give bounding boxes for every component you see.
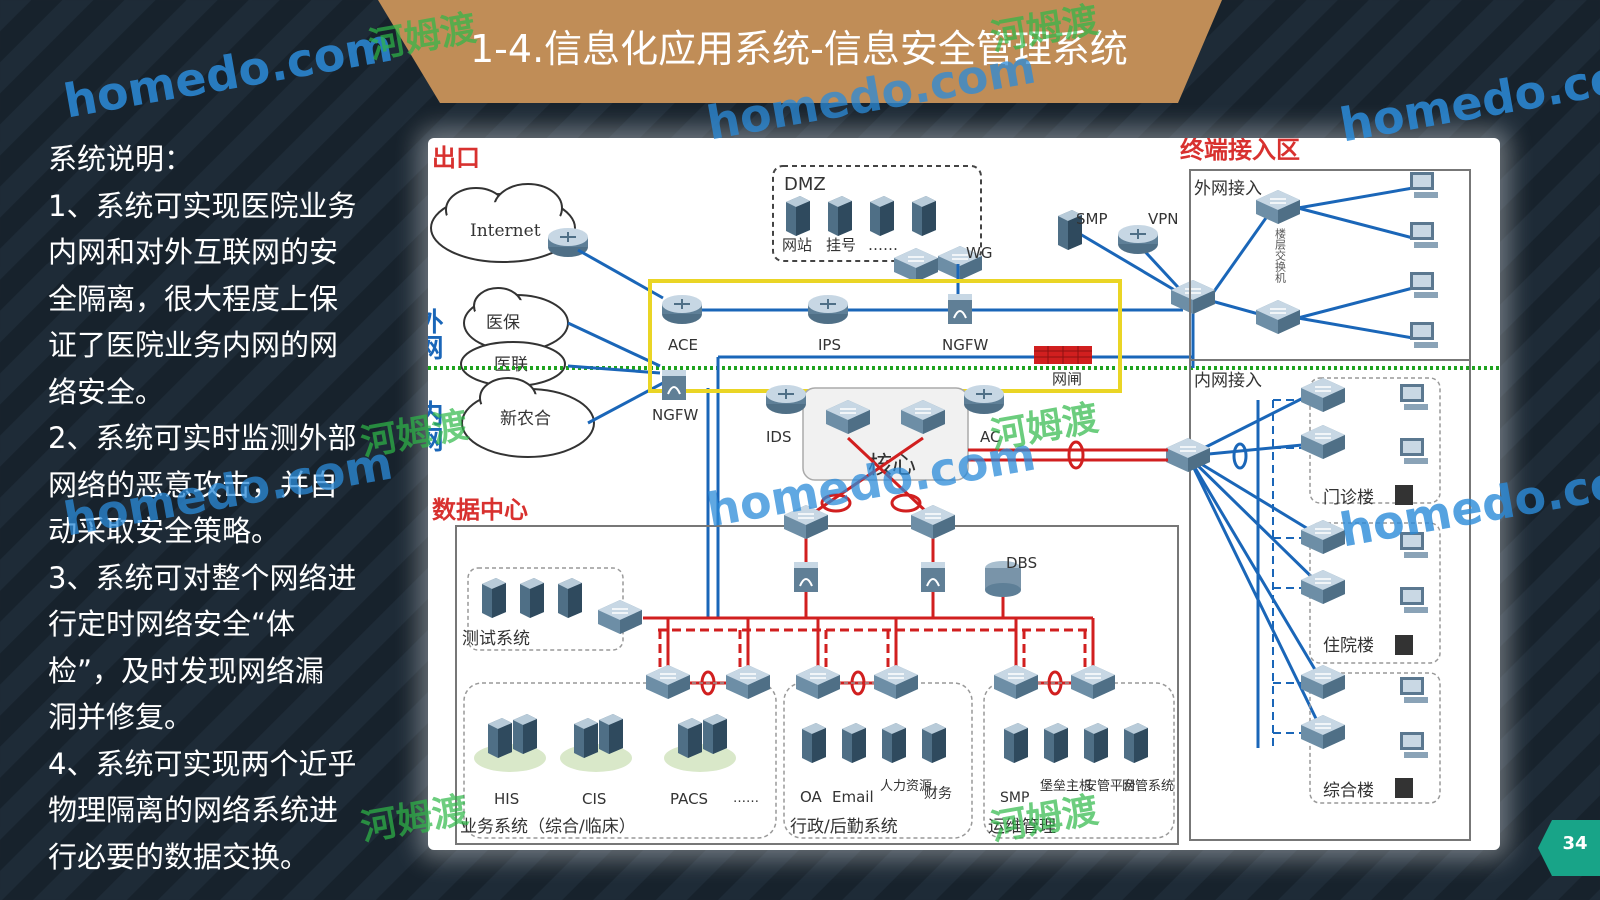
dmz-item: 网站: [782, 236, 812, 254]
title-banner: [378, 0, 1222, 103]
zone-datacenter-label: 数据中心: [432, 496, 528, 524]
gate-icon: [1034, 346, 1092, 364]
ace-icon: [661, 294, 703, 325]
description-line: 1、系统可实现医院业务: [48, 188, 357, 223]
svg-text:Internet: Internet: [470, 221, 541, 241]
admin-item: Email: [832, 788, 874, 806]
description-line: 动采取安全策略。: [48, 514, 281, 548]
internet-cloud: Internet: [430, 183, 576, 263]
description-line: 检”，及时发现网络漏: [48, 653, 325, 688]
yibao-cloud: 医保: [463, 287, 569, 352]
dmz-label: DMZ: [784, 174, 826, 195]
ips-icon: [807, 294, 849, 325]
outer-access-vertical: 楼层交换机: [1274, 227, 1287, 283]
description-line: 2、系统可实时监测外部: [48, 421, 357, 455]
ips-label: IPS: [818, 336, 841, 354]
inner-access-label: 内网接入: [1194, 371, 1262, 391]
biz-item: HIS: [494, 790, 519, 808]
wg-label: WG: [966, 244, 992, 262]
security-gateway-box: [648, 279, 1122, 393]
ngfw-left-label: NGFW: [652, 406, 698, 424]
description-line: 行定时网络安全“体: [48, 607, 296, 641]
description-line: 网络的恶意攻击，并自: [48, 467, 339, 502]
description-line: 洞并修复。: [48, 700, 194, 734]
admin-item: OA: [800, 788, 823, 806]
test-system-label: 测试系统: [462, 629, 530, 649]
ops-item: SMP: [1000, 790, 1029, 806]
description-line: 络安全。: [48, 374, 165, 409]
inner-net-label: 内网: [428, 400, 443, 452]
building-label: 门诊楼: [1323, 488, 1374, 508]
dmz-item: 挂号: [826, 236, 856, 254]
smp-top-label: SMP: [1076, 210, 1108, 228]
page-number-badge: [1538, 820, 1600, 876]
description-line: 全隔离，很大程度上保: [48, 281, 339, 316]
xinnonghe-cloud: 新农合: [461, 377, 595, 458]
zone-terminal-label: 终端接入区: [1180, 138, 1300, 164]
vpn-icon: [1117, 224, 1159, 255]
ac-icon: [963, 384, 1005, 415]
outer-access-label: 外网接入: [1194, 179, 1262, 199]
svg-text:医保: 医保: [486, 313, 520, 333]
building-label: 综合楼: [1323, 781, 1374, 801]
building-label: 住院楼: [1323, 636, 1374, 656]
ops-item: 堡垒主机: [1040, 778, 1092, 794]
admin-item: 财务: [924, 786, 952, 802]
gate-label: 网闸: [1052, 370, 1082, 388]
ace-label: ACE: [668, 336, 698, 354]
ops-item: 网管系统: [1122, 779, 1174, 794]
admin-group-label: 行政/后勤系统: [790, 817, 898, 837]
svg-text:医联: 医联: [494, 355, 528, 375]
biz-item: CIS: [582, 790, 606, 808]
description-line: 3、系统可对整个网络进: [48, 560, 357, 595]
dmz-item: ……: [868, 236, 898, 254]
description-line: 内网和对外互联网的安: [48, 235, 339, 269]
network-diagram: 出口 终端接入区 数据中心 外网 内网 Internet 医保 医联 新农合 D…: [428, 138, 1500, 850]
ids-icon: [765, 384, 807, 415]
description-line: 行必要的数据交换。: [48, 839, 310, 874]
ngfw-left-icon: [661, 369, 687, 401]
description-line: 证了医院业务内网的网: [48, 328, 339, 362]
ops-item: 安管平台: [1084, 779, 1136, 794]
admin-item: 人力资源: [880, 779, 932, 794]
svg-text:新农合: 新农合: [500, 409, 551, 429]
dmz-zone: [772, 165, 982, 262]
dbs-label: DBS: [1006, 554, 1037, 572]
description-line: 4、系统可实现两个近乎: [48, 746, 357, 781]
page-title: 1-4.信息化应用系统-信息安全管理系统: [470, 27, 1128, 71]
ids-label: IDS: [766, 428, 792, 446]
ops-group-label: 运维管理: [988, 817, 1056, 837]
page-number: 34: [1562, 833, 1588, 854]
biz-item: ……: [733, 791, 759, 806]
dbs-icon: [985, 561, 1021, 597]
outer-net-label: 外网: [428, 308, 443, 360]
vpn-label: VPN: [1148, 210, 1179, 228]
biz-group-label: 业务系统（综合/临床）: [460, 817, 636, 837]
ngfw-top-icon: [947, 293, 973, 325]
ac-label: AC: [980, 428, 1000, 446]
zone-exit-label: 出口: [432, 144, 480, 172]
biz-item: PACS: [670, 790, 708, 808]
description-heading: 系统说明：: [48, 142, 194, 176]
ngfw-top-label: NGFW: [942, 336, 988, 354]
system-description: 系统说明： 1、系统可实现医院业务 内网和对外互联网的安 全隔离，很大程度上保 …: [48, 136, 378, 880]
description-line: 物理隔离的网络系统进: [48, 793, 339, 827]
